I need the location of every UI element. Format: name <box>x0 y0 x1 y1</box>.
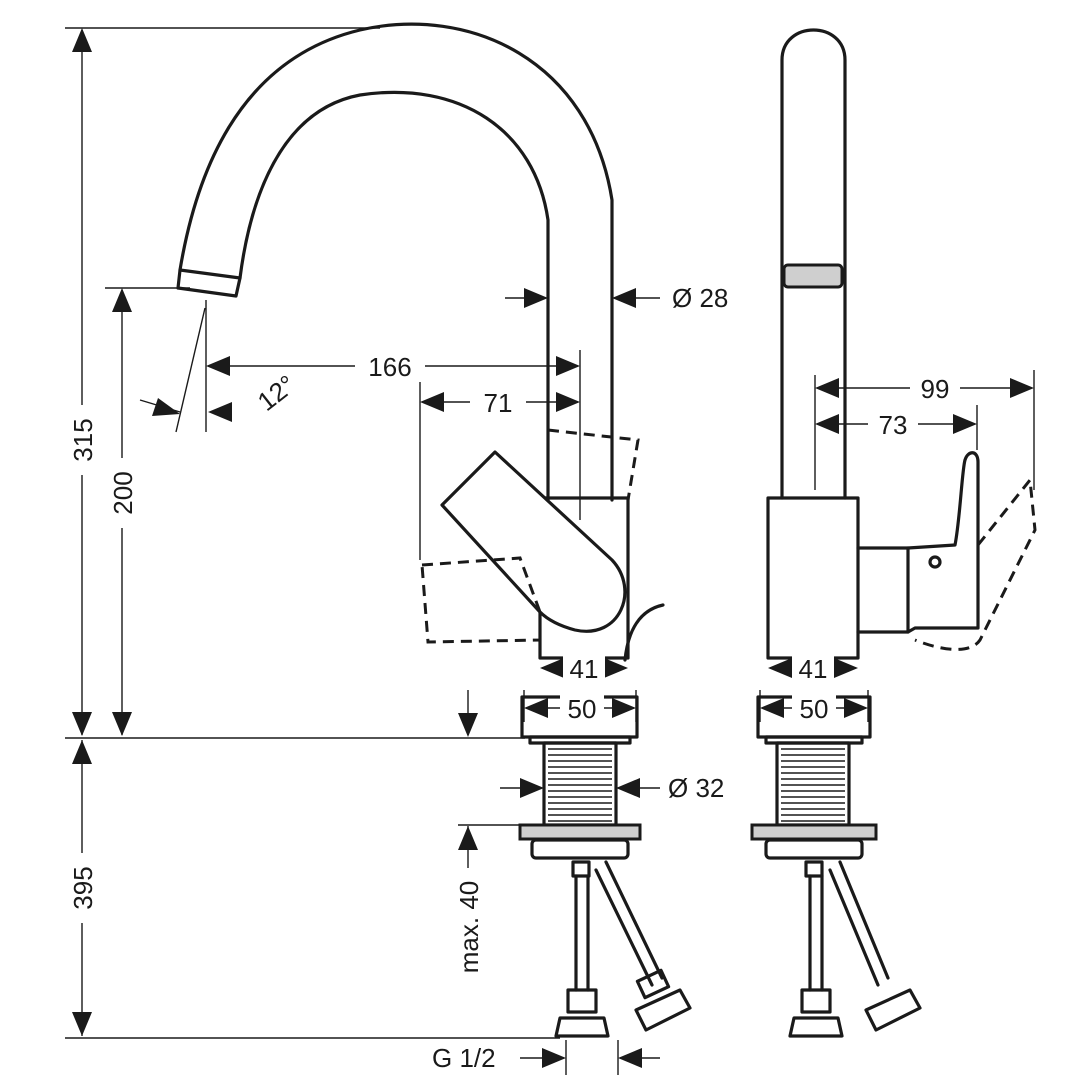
label-max-40: max. 40 <box>454 881 484 974</box>
label-395: 395 <box>68 866 98 909</box>
spout-outer <box>178 22 614 502</box>
label-50-side: 50 <box>800 694 829 724</box>
label-166: 166 <box>368 352 411 382</box>
label-73: 73 <box>879 410 908 440</box>
side-shank <box>775 741 851 827</box>
front-shank <box>542 741 618 827</box>
lever-tab <box>623 603 665 662</box>
side-spout <box>780 28 847 500</box>
spout-tip <box>176 268 242 298</box>
spout-inner <box>238 90 550 502</box>
side-washer <box>764 838 864 860</box>
label-71: 71 <box>484 388 513 418</box>
label-41-front: 41 <box>570 654 599 684</box>
side-view <box>750 28 1037 1038</box>
label-dia-28: Ø 28 <box>672 283 728 313</box>
label-g-half: G 1/2 <box>432 1043 496 1073</box>
side-nut <box>750 823 878 841</box>
label-dia-32: Ø 32 <box>668 773 724 803</box>
side-lever-dashed <box>914 476 1037 651</box>
label-50-front: 50 <box>568 694 597 724</box>
side-body <box>766 496 860 660</box>
label-315: 315 <box>68 418 98 461</box>
front-washer <box>530 838 630 860</box>
side-hoses <box>788 860 922 1038</box>
handle-dashed-top <box>547 428 640 501</box>
side-lever-block <box>856 546 910 634</box>
dimension-labels: 315 200 395 max. 40 166 71 12° Ø 28 41 5… <box>66 283 960 1073</box>
front-hoses <box>554 860 692 1038</box>
label-12-degree: 12° <box>252 369 301 417</box>
handle-dashed-bottom <box>420 556 542 644</box>
label-99: 99 <box>921 374 950 404</box>
side-lever <box>906 451 980 634</box>
dimension-lines <box>65 27 1035 1075</box>
front-handle <box>440 450 627 633</box>
front-nut <box>518 823 642 841</box>
label-41-side: 41 <box>799 654 828 684</box>
side-aerator <box>782 263 844 289</box>
side-lever-hole <box>928 555 942 569</box>
front-view <box>176 22 692 1038</box>
label-200: 200 <box>108 471 138 514</box>
